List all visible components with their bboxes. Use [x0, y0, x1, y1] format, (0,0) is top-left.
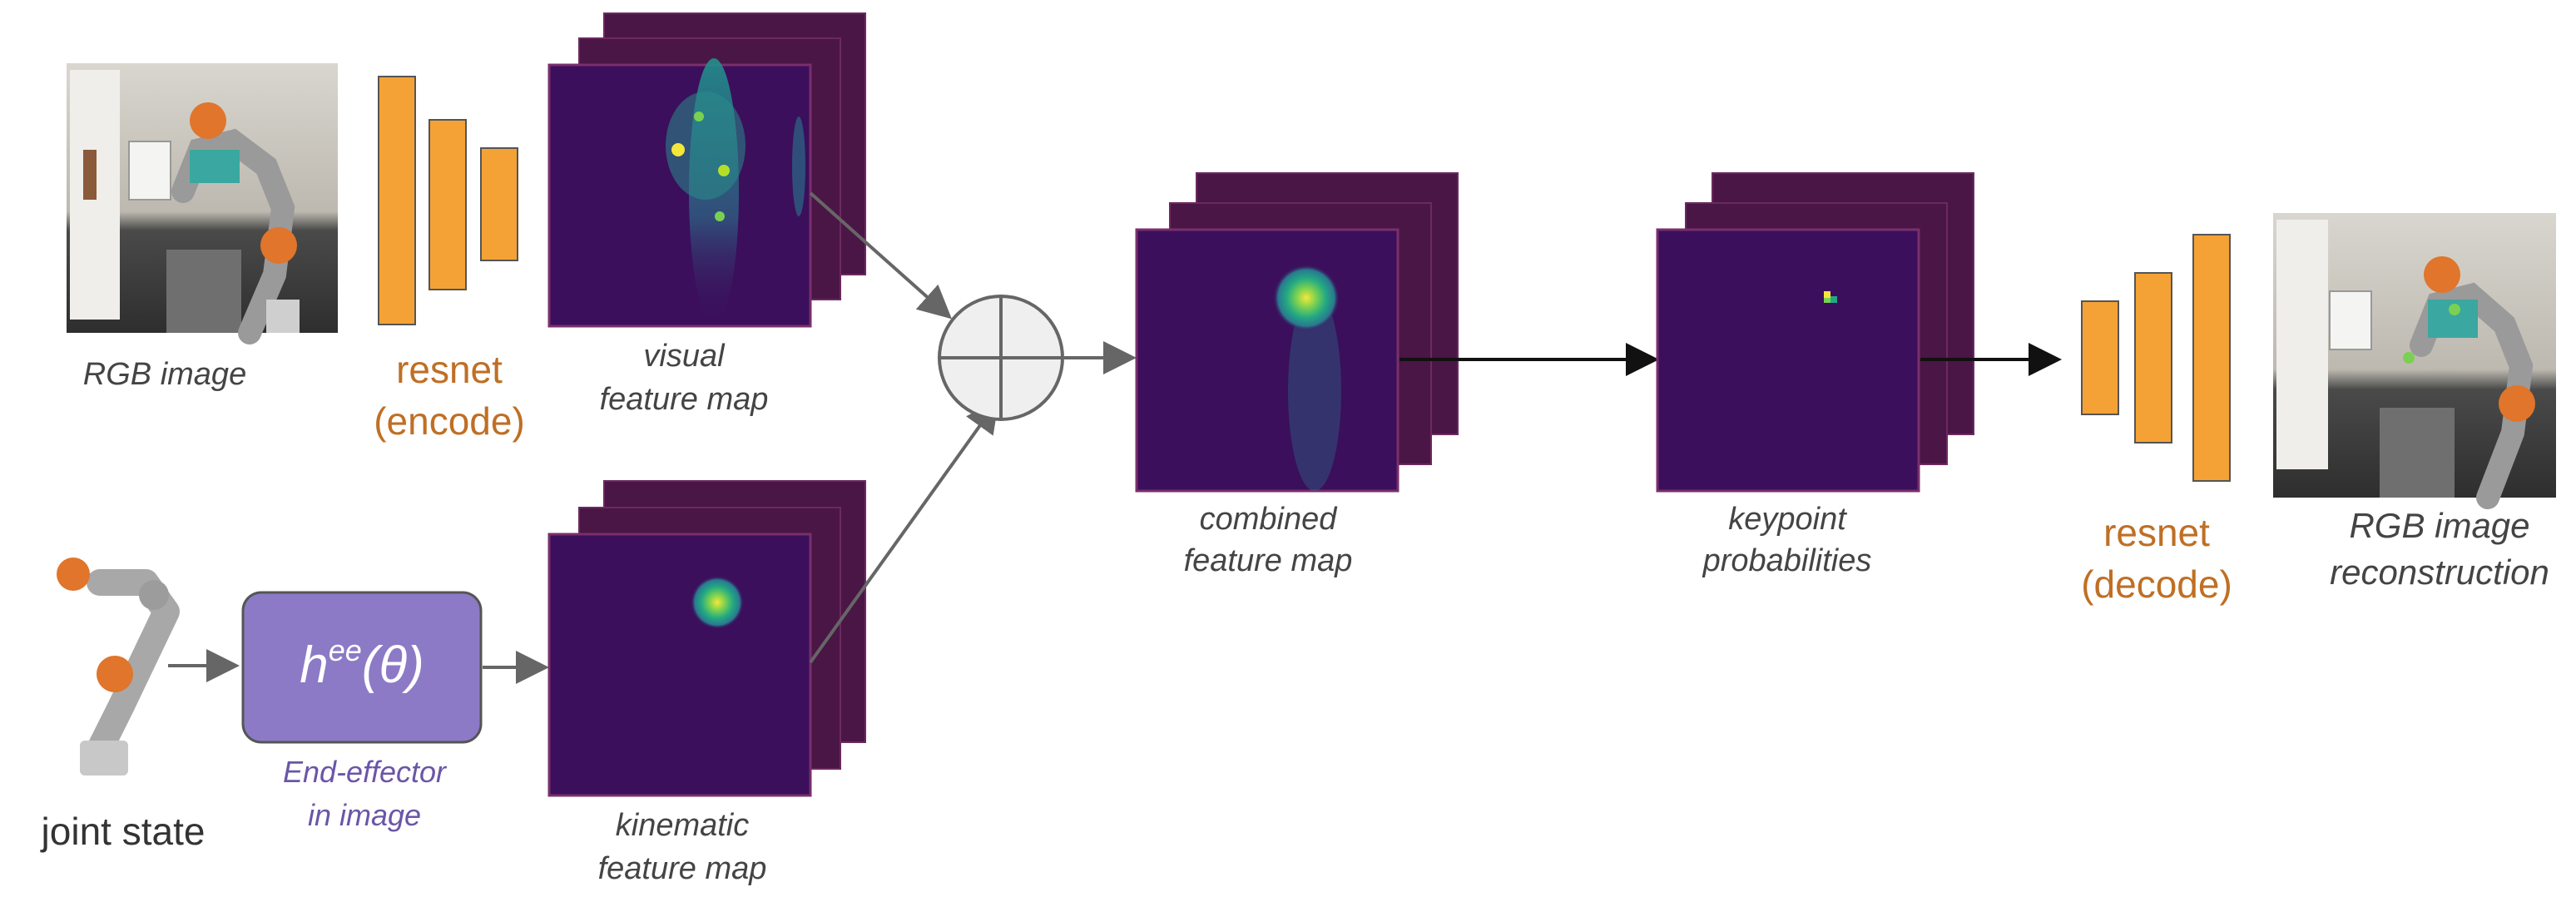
resnet-decoder-bars — [2081, 234, 2231, 482]
keypoint-probabilities-stack — [1656, 172, 1974, 493]
function-argument: (θ) — [362, 637, 424, 694]
kinematic-feature-map-label-2: feature map — [598, 851, 767, 886]
visual-feature-map-stack — [547, 12, 866, 328]
function-superscript: ee — [329, 633, 362, 667]
function-base: h — [300, 637, 328, 694]
joint-state-label: joint state — [40, 810, 206, 853]
end-effector-label-1: End-effector — [283, 755, 448, 789]
combined-feature-map-stack — [1135, 172, 1459, 493]
resnet-decode-title: resnet — [2103, 511, 2210, 554]
robot-arm-icon — [57, 558, 180, 776]
rgb-input-image — [67, 63, 338, 344]
resnet-encode-title: resnet — [396, 348, 503, 391]
resnet-decode-subtitle: (decode) — [2081, 562, 2232, 606]
arrow-visual-to-sum — [809, 191, 952, 320]
kinematic-function-formula: hee(θ) — [300, 633, 424, 694]
kinematic-feature-map-label-1: kinematic — [616, 808, 750, 843]
visual-feature-map-label-1: visual — [643, 339, 726, 374]
resnet-encoder-bars — [378, 76, 518, 325]
combined-feature-map-label-1: combined — [1200, 502, 1339, 537]
visual-feature-map-label-2: feature map — [600, 382, 769, 417]
reconstruction-label-1: RGB image — [2349, 506, 2529, 545]
end-effector-label-2: in image — [308, 798, 421, 832]
keypoint-probabilities-label-1: keypoint — [1728, 502, 1847, 537]
kinematic-function-box — [241, 591, 483, 744]
kinematic-feature-map-stack — [547, 480, 866, 797]
arrow-kinematic-to-sum — [809, 399, 999, 664]
reconstruction-label-2: reconstruction — [2330, 553, 2549, 592]
combined-feature-map-label-2: feature map — [1184, 543, 1353, 578]
rgb-image-label: RGB image — [83, 357, 246, 392]
keypoint-probabilities-label-2: probabilities — [1702, 543, 1872, 578]
circle-plus-icon — [938, 295, 1064, 421]
resnet-encode-subtitle: (encode) — [374, 399, 525, 443]
rgb-reconstruction-image — [2273, 213, 2556, 509]
